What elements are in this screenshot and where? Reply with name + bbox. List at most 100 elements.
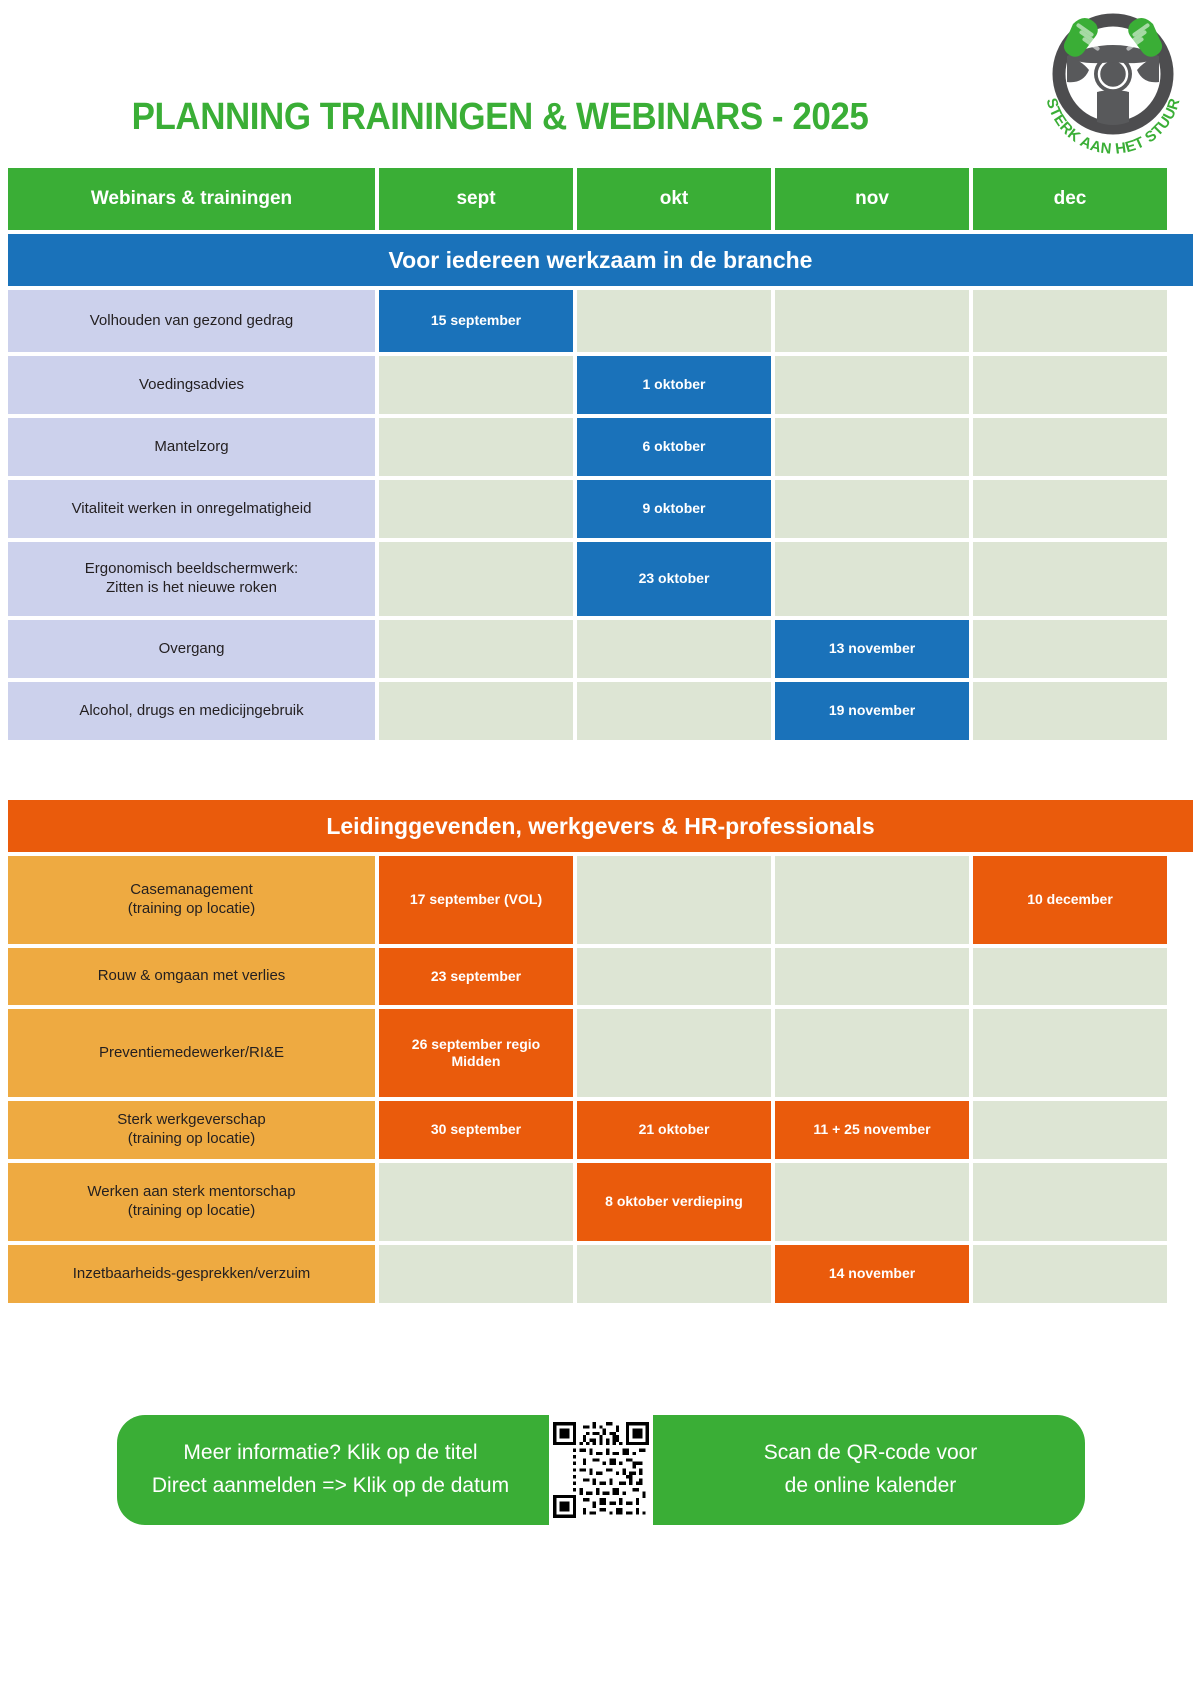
empty-cell-dec [973,356,1167,414]
date-cell-okt[interactable]: 8 oktober verdieping [577,1163,771,1241]
empty-cell-nov [775,1009,969,1097]
row-title[interactable]: Casemanagement(training op locatie) [8,856,375,944]
empty-cell-okt [577,682,771,740]
row-title[interactable]: Mantelzorg [8,418,375,476]
date-cell-sept[interactable]: 30 september [379,1101,573,1159]
date-cell-okt[interactable]: 21 oktober [577,1101,771,1159]
empty-cell-nov [775,418,969,476]
empty-cell-okt [577,620,771,678]
date-cell-okt[interactable]: 1 oktober [577,356,771,414]
empty-cell-dec [973,290,1167,352]
table-row: Inzetbaarheids-gesprekken/verzuim 14 nove… [8,1245,1193,1303]
empty-cell-sept [379,1163,573,1241]
row-title[interactable]: Preventiemedewerker/RI&E [8,1009,375,1097]
qr-code-svg [552,1422,649,1518]
info-pill-left[interactable]: Meer informatie? Klik op de titel Direct… [116,1415,549,1525]
empty-cell-nov [775,542,969,616]
section-banner-1: Voor iedereen werkzaam in de branche [8,234,1193,286]
empty-cell-nov [775,856,969,944]
empty-cell-nov [775,480,969,538]
empty-cell-dec [973,620,1167,678]
empty-cell-nov [775,1163,969,1241]
table-row: Overgang 13 november [8,620,1193,678]
section-gap [8,744,1193,800]
row-title[interactable]: Voedingsadvies [8,356,375,414]
empty-cell-sept [379,480,573,538]
page-header: PLANNING TRAININGEN & WEBINARS - 2025 [0,0,1201,168]
row-title[interactable]: Werken aan sterk mentorschap(training op… [8,1163,375,1241]
empty-cell-dec [973,1009,1167,1097]
empty-cell-dec [973,1245,1167,1303]
empty-cell-sept [379,542,573,616]
section-banner-2: Leidinggevenden, werkgevers & HR-profess… [8,800,1193,852]
footer-left-line2: Direct aanmelden => Klik op de datum [151,1474,510,1497]
date-cell-okt[interactable]: 9 oktober [577,480,771,538]
info-pill-right[interactable]: Scan de QR-code voor de online kalender [652,1415,1085,1525]
date-cell-nov[interactable]: 14 november [775,1245,969,1303]
row-title[interactable]: Rouw & omgaan met verlies [8,948,375,1005]
header-cell-month-sept: sept [379,168,573,230]
empty-cell-dec [973,1163,1167,1241]
empty-cell-okt [577,1245,771,1303]
date-cell-sept[interactable]: 23 september [379,948,573,1005]
date-cell-okt[interactable]: 23 oktober [577,542,771,616]
footer: Meer informatie? Klik op de titel Direct… [0,1380,1201,1560]
empty-cell-okt [577,856,771,944]
row-title[interactable]: Overgang [8,620,375,678]
header-cell-name: Webinars & trainingen [8,168,375,230]
row-title[interactable]: Sterk werkgeverschap(training op locatie… [8,1101,375,1159]
date-cell-nov[interactable]: 13 november [775,620,969,678]
empty-cell-nov [775,290,969,352]
footer-right-line1: Scan de QR-code voor [763,1441,978,1465]
header-cell-month-nov: nov [775,168,969,230]
empty-cell-sept [379,620,573,678]
date-cell-nov[interactable]: 19 november [775,682,969,740]
footer-left-line1: Meer informatie? Klik op de titel [183,1441,478,1465]
empty-cell-sept [379,1245,573,1303]
empty-cell-okt [577,948,771,1005]
table-row: Sterk werkgeverschap(training op locatie… [8,1101,1193,1159]
table-row: Vitaliteit werken in onregelmatigheid 9 o… [8,480,1193,538]
row-title[interactable]: Ergonomisch beeldschermwerk:Zitten is he… [8,542,375,616]
date-cell-dec[interactable]: 10 december [973,856,1167,944]
empty-cell-nov [775,356,969,414]
empty-cell-dec [973,682,1167,740]
table-row: Werken aan sterk mentorschap(training op… [8,1163,1193,1241]
qr-code-icon[interactable] [548,1415,653,1525]
empty-cell-sept [379,356,573,414]
page-title: PLANNING TRAININGEN & WEBINARS - 2025 [131,96,869,138]
empty-cell-sept [379,682,573,740]
row-title[interactable]: Alcohol, drugs en medicijngebruik [8,682,375,740]
empty-cell-okt [577,290,771,352]
table-row: Voedingsadvies 1 oktober [8,356,1193,414]
table-row: Casemanagement(training op locatie)17 se… [8,856,1193,944]
empty-cell-dec [973,1101,1167,1159]
date-cell-nov[interactable]: 11 + 25 november [775,1101,969,1159]
empty-cell-dec [973,480,1167,538]
date-cell-sept[interactable]: 15 september [379,290,573,352]
row-title[interactable]: Vitaliteit werken in onregelmatigheid [8,480,375,538]
footer-right-line2: de online kalender [784,1474,957,1497]
empty-cell-dec [973,948,1167,1005]
steering-wheel-hands-icon: STERK AAN HET STUUR [1042,13,1183,158]
logo: STERK AAN HET STUUR [1037,4,1189,158]
header-cell-month-dec: dec [973,168,1167,230]
header-cell-month-okt: okt [577,168,771,230]
empty-cell-nov [775,948,969,1005]
date-cell-sept[interactable]: 17 september (VOL) [379,856,573,944]
date-cell-okt[interactable]: 6 oktober [577,418,771,476]
table-row: Ergonomisch beeldschermwerk:Zitten is he… [8,542,1193,616]
empty-cell-dec [973,542,1167,616]
empty-cell-okt [577,1009,771,1097]
row-title[interactable]: Inzetbaarheids-gesprekken/verzuim [8,1245,375,1303]
empty-cell-sept [379,418,573,476]
row-title[interactable]: Volhouden van gezond gedrag [8,290,375,352]
empty-cell-dec [973,418,1167,476]
